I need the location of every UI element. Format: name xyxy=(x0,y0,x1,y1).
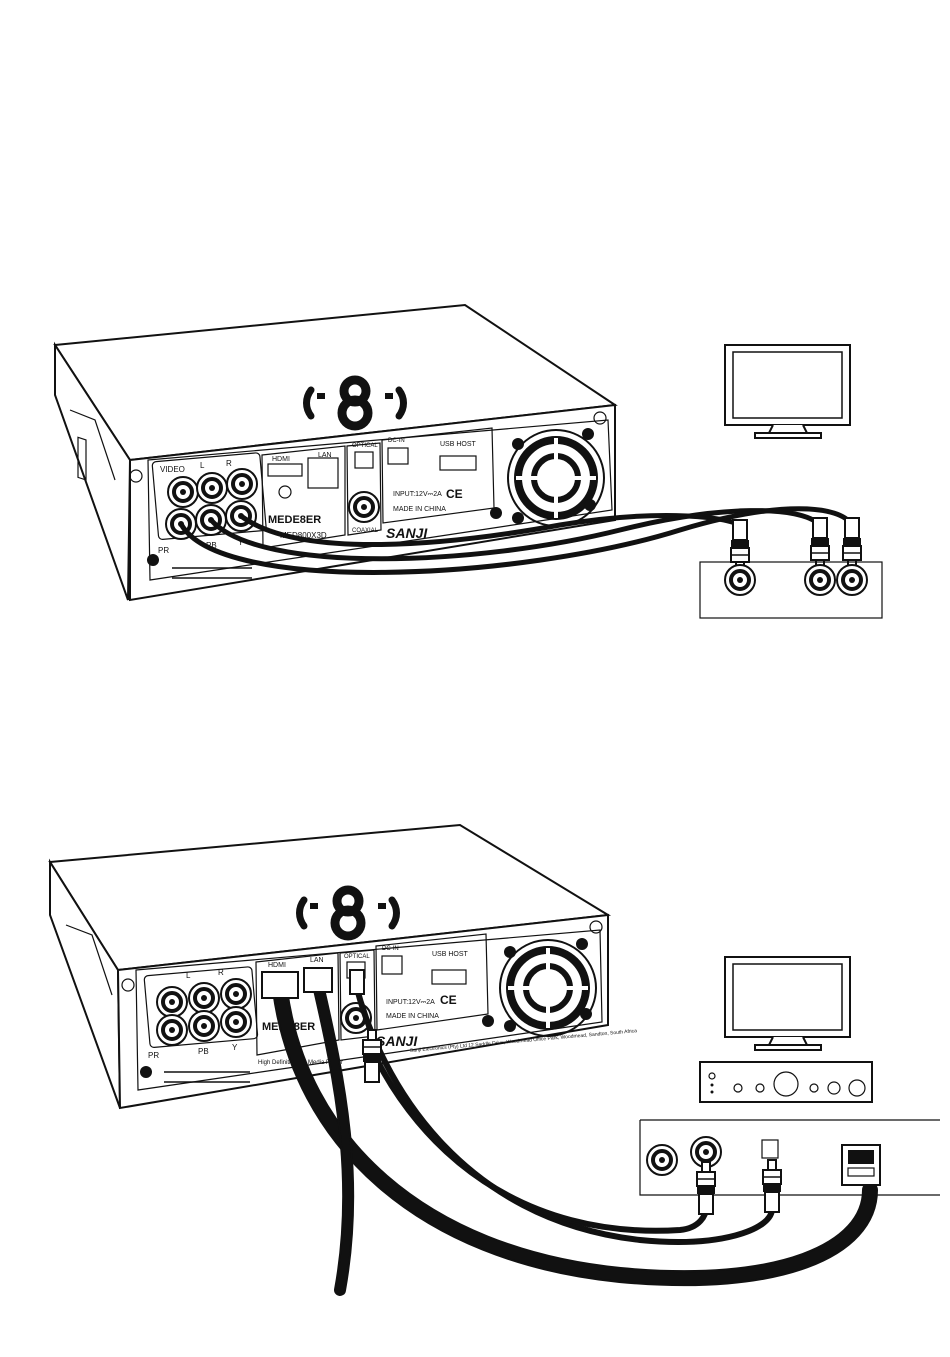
audio-r-jack-2 xyxy=(219,977,253,1011)
diagram-component-video: VIDEO L R PR PB Y HDMI LAN MEDE8ER MED80… xyxy=(53,303,883,619)
tv-input-panel xyxy=(699,561,883,619)
coaxial-jack xyxy=(347,490,381,524)
amp-optical-plug xyxy=(762,1159,782,1213)
label-audio-r: R xyxy=(226,459,232,468)
label-pr: PR xyxy=(158,546,169,555)
label-pr-2: PR xyxy=(148,1051,159,1060)
hdmi-plug xyxy=(261,971,299,999)
label-pb-2: PB xyxy=(198,1047,209,1056)
amplifier-input-panel xyxy=(639,1119,940,1196)
label-audio-l: L xyxy=(200,461,205,470)
input-rating-2: INPUT:12V⎓2A xyxy=(386,999,435,1006)
label-lan-2: LAN xyxy=(310,957,324,964)
label-y: Y xyxy=(238,538,244,547)
pb-jack-2 xyxy=(187,1009,221,1043)
component-cables xyxy=(178,506,862,575)
tv-icon-2 xyxy=(724,956,851,1051)
y-jack-2 xyxy=(219,1005,253,1039)
label-usb-host-2: USB HOST xyxy=(432,951,469,958)
label-dc-in: DC-IN xyxy=(388,438,405,444)
audio-video-cables xyxy=(261,967,881,1296)
input-rating: INPUT:12V⎓2A xyxy=(393,491,442,498)
optical-plug xyxy=(349,969,365,995)
lan-plug xyxy=(303,967,333,993)
label-pb: PB xyxy=(206,541,217,550)
label-y-2: Y xyxy=(232,1043,238,1052)
sanji-logo-2: SANJI xyxy=(376,1033,418,1049)
made-in-label-2: MADE IN CHINA xyxy=(386,1013,439,1020)
amp-optical-port xyxy=(761,1139,779,1159)
label-audio-r-2: R xyxy=(218,968,224,977)
label-video: VIDEO xyxy=(160,465,185,474)
video-jack xyxy=(166,475,200,509)
made-in-label: MADE IN CHINA xyxy=(393,506,446,513)
video-jack-2 xyxy=(155,985,189,1019)
label-dc-in-2: DC-IN xyxy=(382,946,399,952)
label-audio-l-2: L xyxy=(186,971,191,980)
label-usb-host: USB HOST xyxy=(440,441,477,448)
label-hdmi-2: HDMI xyxy=(268,962,286,969)
tv-pb-jack xyxy=(803,563,837,597)
ce-mark-2: CE xyxy=(440,993,457,1007)
tv-pr-jack xyxy=(835,563,869,597)
label-optical-2: OPTICAL xyxy=(344,954,370,960)
mede8er-wordmark: MEDE8ER xyxy=(268,514,321,526)
model-label: MED800X3D xyxy=(280,531,327,540)
tv-y-jack xyxy=(723,563,757,597)
audio-l-jack xyxy=(195,471,229,505)
sanji-logo: SANJI xyxy=(386,525,428,541)
label-optical: OPTICAL xyxy=(352,443,378,449)
media-player-top: VIDEO L R PR PB Y HDMI LAN MEDE8ER MED80… xyxy=(53,303,618,602)
amp-hdmi-plug xyxy=(841,1144,881,1186)
pr-jack-2 xyxy=(155,1013,189,1047)
label-lan: LAN xyxy=(318,452,332,459)
audio-l-jack-2 xyxy=(187,981,221,1015)
label-hdmi: HDMI xyxy=(272,456,290,463)
tv-icon xyxy=(724,344,851,439)
amp-jack-1 xyxy=(645,1143,679,1177)
amplifier xyxy=(699,1061,873,1103)
ce-mark: CE xyxy=(446,487,463,501)
audio-r-jack xyxy=(225,467,259,501)
label-coaxial: COAXIAL xyxy=(352,528,379,534)
media-player-bottom: L R PR PB Y HDMI LAN MEDE8ER High Defini… xyxy=(48,823,637,1110)
amp-coax-plug xyxy=(696,1161,716,1215)
diagram-audio-hdmi: L R PR PB Y HDMI LAN MEDE8ER High Defini… xyxy=(48,823,940,1296)
